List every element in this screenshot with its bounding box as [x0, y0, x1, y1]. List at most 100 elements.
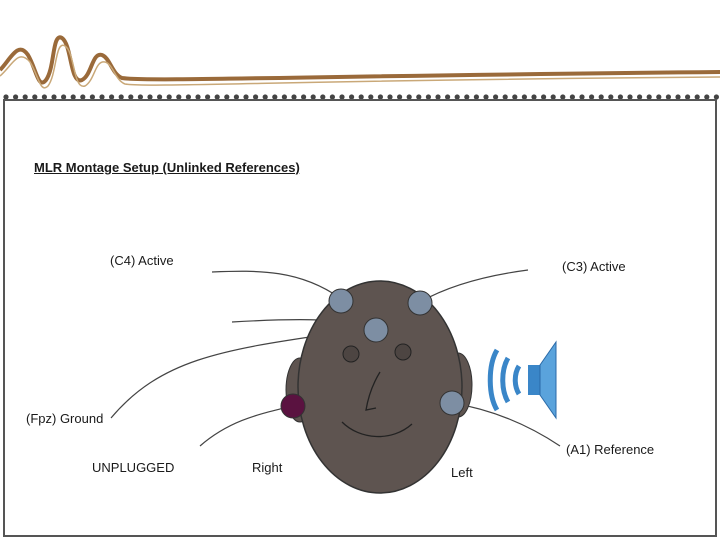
- label-unplugged: UNPLUGGED: [92, 460, 175, 475]
- separator-dot: [521, 94, 528, 100]
- separator-dot: [387, 94, 393, 100]
- separator-dot: [329, 94, 335, 100]
- separator-dot: [608, 94, 614, 100]
- separator-dot: [147, 94, 153, 100]
- electrode-fpz: [363, 317, 389, 343]
- electrode-unplugged: [280, 393, 306, 419]
- separator-dot: [99, 94, 105, 100]
- waveform-logo: [0, 35, 720, 89]
- separator-dot: [694, 94, 700, 100]
- right-eye: [342, 345, 360, 363]
- separator-dot: [502, 94, 508, 100]
- separator-dot: [713, 94, 720, 100]
- separator-dot: [617, 94, 624, 100]
- separator-dot: [464, 94, 470, 100]
- separator-dot: [512, 94, 518, 100]
- separator-dot: [349, 94, 355, 100]
- separator-dot: [416, 94, 422, 100]
- separator-dot: [185, 94, 191, 100]
- separator-dot: [598, 94, 604, 100]
- separator-dot: [637, 94, 643, 100]
- separator-dot: [425, 94, 431, 100]
- mouth: [341, 421, 413, 438]
- separator-dot: [41, 94, 48, 100]
- content-frame: [3, 99, 717, 537]
- separator-dot: [406, 94, 412, 100]
- electrode-wires: [110, 269, 561, 447]
- wire-ground-lead: [110, 333, 331, 419]
- separator-dot: [665, 94, 672, 100]
- separator-dot: [109, 94, 115, 100]
- head: [297, 280, 463, 494]
- separator-dot: [445, 94, 451, 100]
- separator-dot: [166, 94, 172, 100]
- separator-dot: [176, 94, 182, 100]
- label-c4-active: (C4) Active: [110, 253, 174, 268]
- separator-dot: [579, 94, 585, 100]
- label-fpz-ground: (Fpz) Ground: [26, 411, 104, 426]
- electrode-a1: [439, 390, 465, 416]
- separator-dot: [358, 94, 364, 100]
- separator-dot: [51, 94, 57, 100]
- separator-dot: [195, 94, 201, 100]
- separator-dot: [262, 94, 268, 100]
- separator-dot: [205, 94, 211, 100]
- separator-dot: [214, 94, 220, 100]
- separator-dot: [493, 94, 499, 100]
- dotted-separator: [3, 94, 720, 100]
- separator-dot: [646, 94, 652, 100]
- separator-dot: [550, 94, 556, 100]
- separator-dot: [320, 94, 326, 100]
- wire-c4: [211, 270, 341, 299]
- separator-dot: [70, 94, 76, 100]
- separator-dot: [243, 94, 249, 100]
- separator-dot: [137, 94, 143, 100]
- separator-dot: [253, 94, 259, 100]
- separator-dot: [339, 94, 345, 100]
- separator-dot: [281, 94, 287, 100]
- slide-title: MLR Montage Setup (Unlinked References): [34, 160, 300, 175]
- separator-dot: [128, 94, 134, 100]
- separator-dot: [118, 94, 124, 100]
- label-left-side: Left: [451, 465, 473, 480]
- separator-dot: [301, 94, 307, 100]
- separator-dot: [656, 94, 662, 100]
- label-c3-active: (C3) Active: [562, 259, 626, 274]
- separator-dot: [473, 94, 479, 100]
- separator-dot: [310, 94, 316, 100]
- separator-dot: [454, 94, 460, 100]
- separator-dot: [531, 94, 537, 100]
- separator-dot: [233, 94, 239, 100]
- wire-c3: [419, 269, 529, 303]
- separator-dot: [627, 94, 633, 100]
- nose: [365, 371, 381, 411]
- separator-dot: [685, 94, 691, 100]
- separator-dot: [368, 94, 374, 100]
- label-a1-reference: (A1) Reference: [566, 442, 655, 457]
- separator-dot: [397, 94, 403, 100]
- left-eye: [394, 343, 412, 361]
- separator-dot: [569, 94, 576, 100]
- separator-dot: [704, 94, 710, 100]
- separator-dot: [435, 94, 441, 100]
- separator-dot: [13, 94, 19, 100]
- separator-dot: [80, 94, 86, 100]
- separator-dot: [3, 94, 9, 100]
- speaker-sound-icon: [487, 340, 557, 420]
- separator-dot: [272, 94, 278, 100]
- wire-unplugged: [199, 405, 293, 447]
- head-diagram: [285, 280, 473, 494]
- separator-dot: [541, 94, 547, 100]
- separator-dot: [675, 94, 681, 100]
- separator-dot: [560, 94, 566, 100]
- wire-a1: [451, 402, 561, 447]
- separator-dot: [377, 94, 383, 100]
- separator-dot: [483, 94, 489, 100]
- separator-dot: [224, 94, 230, 100]
- separator-dot: [61, 94, 67, 100]
- separator-dot: [22, 94, 28, 100]
- separator-dot: [32, 94, 38, 100]
- separator-dot: [589, 94, 595, 100]
- separator-dot: [291, 94, 297, 100]
